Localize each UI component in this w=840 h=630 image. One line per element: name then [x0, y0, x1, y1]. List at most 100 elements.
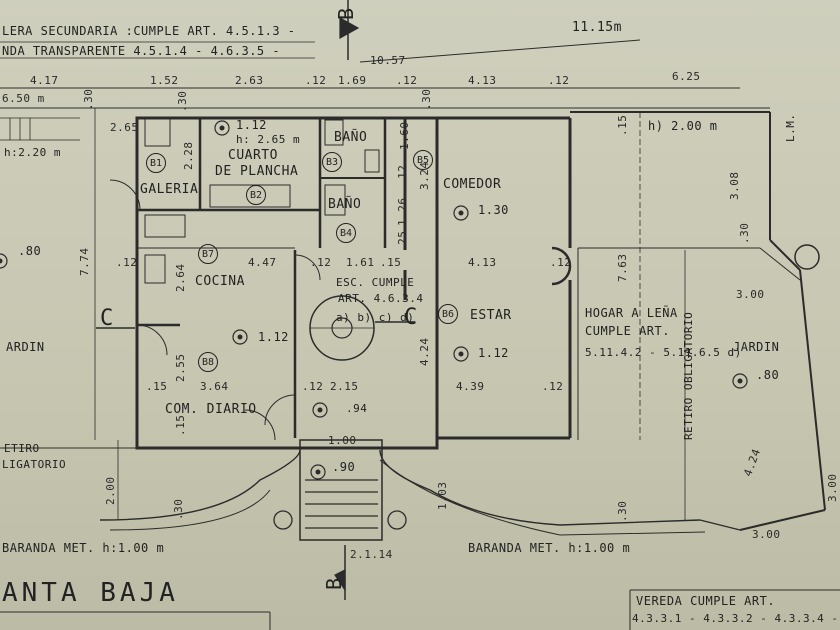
dim-012-a: .12 — [305, 74, 327, 87]
dim-2-55: 2.55 — [174, 353, 187, 383]
dim-2-63: 2.63 — [235, 74, 264, 87]
level-b6: 1.12 — [478, 346, 509, 360]
note-secondary-stair: LERA SECUNDARIA :CUMPLE ART. 4.5.1.3 - — [2, 24, 296, 38]
dim-3-00: 3.00 — [736, 288, 765, 301]
room-tag-b5: B5 — [413, 150, 433, 170]
height-b2: h: 2.65 m — [236, 133, 301, 146]
dim-1-61: 1.61 — [346, 256, 375, 269]
room-com-diario: COM. DIARIO — [165, 402, 257, 417]
stair-note-3: a) b) c) d) — [336, 311, 415, 324]
level-entry-1: .94 — [346, 402, 368, 415]
dim-012-r: .12 — [550, 256, 572, 269]
dim-3-00-c: 3.00 — [826, 473, 839, 503]
dim-012-c: .12 — [548, 74, 570, 87]
level-b5: 1.30 — [478, 203, 509, 217]
dim-030-d: .30 — [176, 90, 189, 112]
level-b2: 1.12 — [236, 118, 267, 132]
dim-1-60: 1.60 — [398, 121, 411, 151]
level-garden-right: .80 — [756, 368, 780, 382]
dim-4-47: 4.47 — [248, 256, 277, 269]
dim-012-l: .12 — [116, 256, 138, 269]
setback-right: RETIRO OBLIGATORIO — [682, 311, 695, 440]
room-cuarto: CUARTO — [228, 148, 278, 163]
dim-025: .25 — [396, 230, 409, 252]
dim-4-13: 4.13 — [468, 74, 497, 87]
dim-030-c: .30 — [738, 222, 751, 244]
section-c-right: C — [404, 305, 418, 330]
dim-015: .15 — [380, 256, 402, 269]
dim-030-f: .30 — [420, 88, 433, 110]
dim-030-b: .30 — [616, 500, 629, 522]
room-bano-1: BAÑO — [334, 130, 368, 145]
section-b-top: B — [334, 7, 358, 20]
railing-right: BARANDA MET. h:1.00 m — [468, 541, 631, 555]
height-galeria: h:2.20 m — [4, 146, 61, 159]
dim-012-e: .12 — [542, 380, 564, 393]
drawing-title: ANTA BAJA — [2, 578, 179, 608]
room-de-plancha: DE PLANCHA — [215, 164, 299, 179]
dim-1-03: 1.03 — [436, 481, 449, 511]
section-c-left: C — [100, 306, 114, 331]
stair-note-1: ESC. CUMPLE — [336, 276, 415, 289]
dim-4-39: 4.39 — [456, 380, 485, 393]
dim-3-08: 3.08 — [728, 171, 741, 201]
room-cocina: COCINA — [195, 274, 245, 289]
dim-012-b: .12 — [396, 74, 418, 87]
fireplace-note-1: HOGAR A LEÑA — [585, 306, 678, 320]
room-tag-b3: B3 — [322, 152, 342, 172]
total-width-dim: 11.15m — [572, 20, 622, 35]
room-galeria: GALERIA — [140, 182, 199, 197]
dim-3-24: 3.24 — [418, 161, 431, 191]
dim-012-m: .12 — [310, 256, 332, 269]
dim-1-00: 1.00 — [328, 434, 357, 447]
dim-4-13-b: 4.13 — [468, 256, 497, 269]
level-b8: 1.12 — [258, 330, 289, 344]
dim-2-15: 2.15 — [330, 380, 359, 393]
level-entry-2: .90 — [332, 460, 356, 474]
dim-2-28: 2.28 — [182, 141, 195, 171]
garden-right: JARDIN — [733, 340, 780, 354]
sidewalk-note-1: VEREDA CUMPLE ART. — [636, 594, 776, 608]
dim-030-a: .30 — [172, 498, 185, 520]
dim-21-14: 2.1.14 — [350, 548, 393, 561]
dim-7-63: 7.63 — [616, 253, 629, 283]
stair-note-2: ART. 4.6.3.4 — [338, 292, 424, 305]
dim-6-25: 6.25 — [672, 70, 701, 83]
dim-3-64: 3.64 — [200, 380, 229, 393]
garden-left: ARDIN — [6, 340, 45, 354]
note-transparent-railing: NDA TRANSPARENTE 4.5.1.4 - 4.6.3.5 - — [2, 44, 281, 58]
sidewalk-note-2: 4.3.3.1 - 4.3.3.2 - 4.3.3.4 - — [632, 612, 839, 625]
dim-015-c: .15 — [174, 414, 187, 436]
property-line-label: L.M. — [784, 113, 797, 143]
room-tag-b8: B8 — [198, 352, 218, 372]
dim-6-50: 6.50 m — [2, 92, 45, 105]
setback-left-2: LIGATORIO — [2, 458, 67, 471]
setback-left-1: ETIRO — [4, 442, 40, 455]
dim-2-64: 2.64 — [174, 263, 187, 293]
fireplace-note-3: 5.11.4.2 - 5.11.6.5 d) — [585, 346, 742, 359]
dim-030-e: .30 — [82, 88, 95, 110]
room-tag-b4: B4 — [336, 223, 356, 243]
dim-4-17: 4.17 — [30, 74, 59, 87]
room-bano-2: BAÑO — [328, 197, 362, 212]
level-garden-left: .80 — [18, 244, 42, 258]
dim-3-00-b: 3.00 — [752, 528, 781, 541]
room-tag-b2: B2 — [246, 185, 266, 205]
dim-015-d: .15 — [616, 114, 629, 136]
dim-1-69: 1.69 — [338, 74, 367, 87]
dim-1-52: 1.52 — [150, 74, 179, 87]
room-tag-b7: B7 — [198, 244, 218, 264]
dim-7-74: 7.74 — [78, 247, 91, 277]
railing-left: BARANDA MET. h:1.00 m — [2, 541, 165, 555]
dim-1-26: 1.26 — [396, 197, 409, 227]
dim-2-00: 2.00 — [104, 476, 117, 506]
dim-012-d: .12 — [302, 380, 324, 393]
fireplace-note-2: CUMPLE ART. — [585, 324, 670, 338]
dim-012-v: .12 — [396, 164, 409, 186]
section-b-bottom: B — [322, 577, 346, 590]
dim-10-57: 10.57 — [370, 54, 406, 67]
room-tag-b1: B1 — [146, 153, 166, 173]
dim-015-b: .15 — [146, 380, 168, 393]
dim-2-65: 2.65 — [110, 121, 139, 134]
